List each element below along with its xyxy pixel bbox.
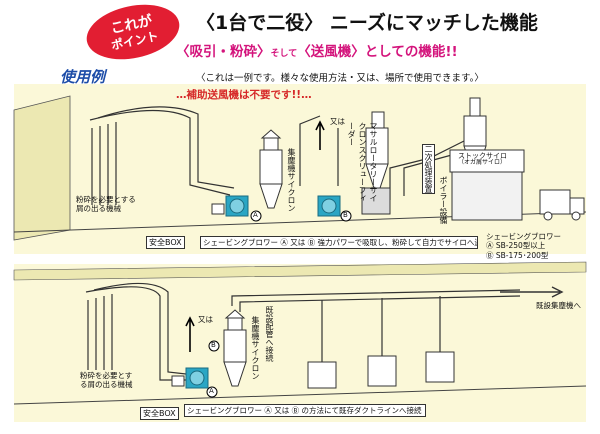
bottom-marker-a-circle — [206, 386, 218, 398]
top-rotary-label: マサルロータリーサイクロンスクリューフィーダー — [347, 122, 378, 202]
top-cyclone-label: 集塵機サイクロン — [287, 148, 296, 212]
subheadline-part2: 〈送風機〉としての機能!! — [297, 44, 458, 60]
top-stock-silo — [449, 97, 525, 221]
model-a: Ⓐ SB-250型以上 — [486, 241, 546, 251]
bottom-cyclone-label: 集塵機サイクロン — [251, 316, 260, 380]
bottom-panel-bg — [14, 264, 586, 422]
bottom-up-arrow — [185, 316, 195, 352]
bottom-duct-arrow — [500, 286, 564, 298]
bottom-floor-line — [13, 385, 587, 405]
bottom-marker-a: A — [209, 387, 214, 395]
top-pipes — [89, 106, 471, 205]
models-block: シェービングブロワー Ⓐ SB-250型以上 Ⓑ SB-175･200型 — [486, 232, 561, 260]
top-marker-b-circle — [340, 210, 352, 222]
bottom-marker-b: B — [211, 341, 216, 349]
bottom-marker-b-circle — [208, 340, 220, 352]
bottom-blower-a — [171, 367, 209, 389]
top-blower-b — [317, 195, 341, 217]
bottom-ceiling — [13, 261, 587, 281]
model-b: Ⓑ SB-175･200型 — [486, 250, 549, 260]
top-rotary-cyclone — [361, 111, 391, 215]
top-silo-label: ストックサイロ （オガ屑サイロ） — [458, 152, 507, 167]
top-cyclone — [259, 129, 283, 209]
top-boiler-label: ボイラー設備 — [439, 176, 448, 224]
bottom-cyclone — [223, 309, 247, 387]
top-up-arrow — [315, 120, 325, 150]
bottom-bins — [307, 351, 455, 389]
top-or-label: 又は — [330, 117, 345, 126]
warning-text: …補助送風機は不要です!!… — [176, 89, 312, 101]
usage-note: 〈これは一例です。様々な使用方法・又は、場所で使用できます。〉 — [196, 73, 484, 84]
subheadline-part1: 〈吸引・粉砕〉 — [176, 44, 271, 60]
top-truck — [539, 189, 585, 221]
top-marker-b: B — [343, 211, 348, 219]
headline: 〈1台で二役〉 ニーズにマッチした機能 — [196, 12, 538, 34]
bottom-machine-label: 粉砕を必要とする屑の出る機械 — [80, 371, 133, 389]
top-marker-a: A — [253, 211, 258, 219]
bottom-duct-label: 既設配管へ接続 — [265, 306, 274, 362]
bottom-or-label: 又は — [198, 315, 213, 324]
top-secondary-label: 二次処理装置 — [422, 144, 435, 194]
top-machine-label: 粉砕を必要とする屑の出る機械 — [76, 195, 136, 213]
bottom-safety-box: 安全BOX — [140, 407, 179, 420]
top-caption: シェービングブロワー Ⓐ 又は Ⓑ 強力パワーで吸取し、粉砕して自力でサイロへ送… — [200, 236, 478, 249]
subheadline: 〈吸引・粉砕〉そして〈送風機〉としての機能!! — [176, 40, 458, 60]
bottom-to-duct: 既設集塵機へ — [536, 301, 581, 310]
top-safety-box: 安全BOX — [146, 236, 185, 249]
top-building-wall — [13, 95, 71, 241]
section-tab: 使用例 — [60, 68, 106, 86]
models-title: シェービングブロワー — [486, 232, 561, 241]
top-blower-a — [211, 195, 249, 217]
bottom-pipes — [85, 282, 521, 381]
bottom-caption: シェービングブロワー Ⓐ 又は Ⓑ の方法にて既存ダクトラインへ接続 — [184, 404, 426, 417]
subheadline-joiner: そして — [270, 49, 298, 59]
top-marker-a-circle — [250, 210, 262, 222]
